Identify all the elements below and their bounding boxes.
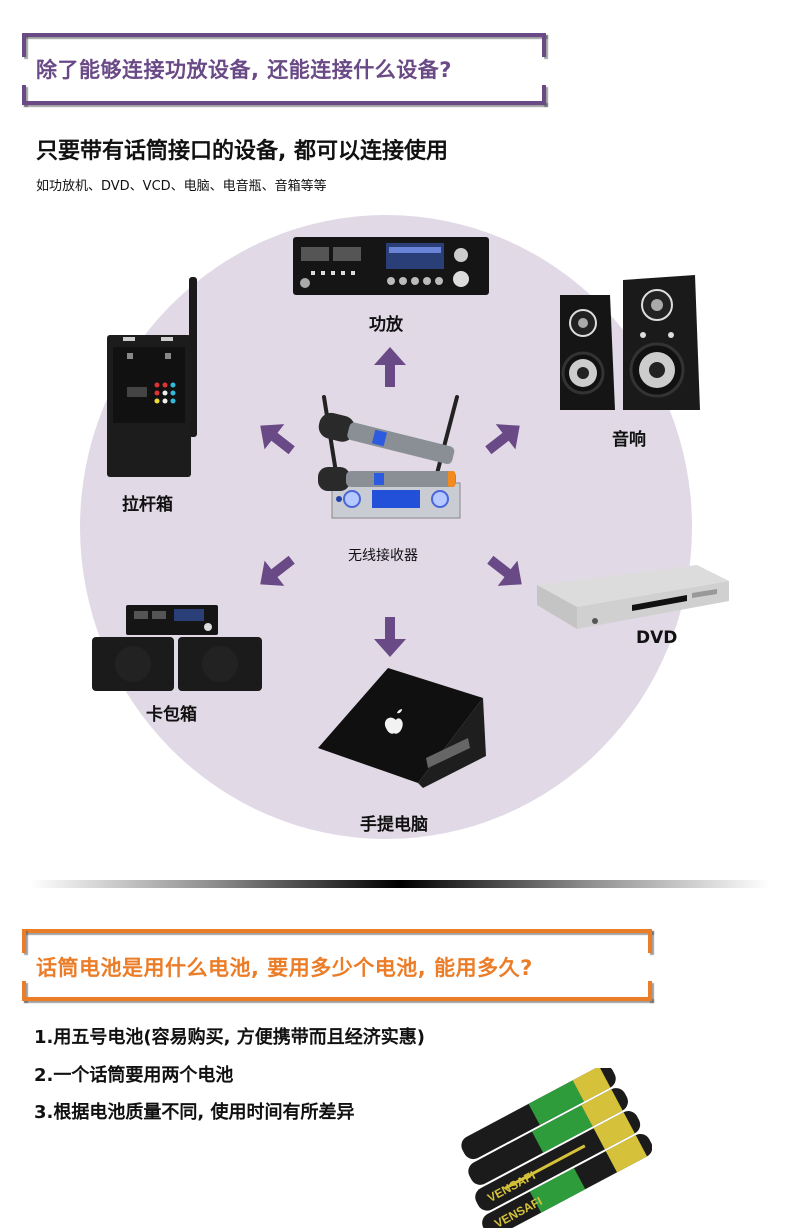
bracket-border [542, 33, 546, 57]
device-label-amplifier: 功放 [369, 315, 403, 335]
bracket-border [22, 33, 26, 57]
wireless-mic-receiver-icon [312, 395, 462, 525]
section1-subheading: 只要带有话筒接口的设备, 都可以连接使用 [36, 139, 449, 164]
section2-title-box: 话筒电池是用什么电池, 要用多少个电池, 能用多久? [22, 929, 652, 1001]
bracket-border [542, 85, 546, 105]
bracket-border [648, 981, 652, 1001]
laptop-icon [318, 668, 486, 788]
device-label-trolley-speaker: 拉杆箱 [122, 495, 173, 515]
section1-title: 除了能够连接功放设备, 还能连接什么设备? [36, 58, 452, 82]
bracket-border [648, 929, 652, 953]
bracket-border [22, 85, 26, 105]
section-divider [30, 880, 770, 888]
section1-note: 如功放机、DVD、VCD、电脑、电音瓶、音箱等等 [36, 179, 327, 194]
bracket-border [22, 929, 26, 953]
arrow-down-icon [370, 617, 410, 657]
section1-title-box: 除了能够连接功放设备, 还能连接什么设备? [22, 33, 546, 105]
amplifier-icon [291, 233, 491, 299]
battery-info-item: 1.用五号电池(容易购买, 方便携带而且经济实惠) [34, 1027, 425, 1048]
device-label-dvd: DVD [636, 628, 678, 648]
arrow-up-right-icon [476, 410, 532, 466]
bracket-border [22, 101, 546, 105]
speakers-icon [555, 275, 705, 415]
arrow-up-left-icon [248, 410, 304, 466]
center-label-receiver: 无线接收器 [348, 548, 418, 564]
section2-title: 话筒电池是用什么电池, 要用多少个电池, 能用多久? [36, 956, 533, 980]
bracket-border [22, 981, 26, 1001]
aa-batteries-icon: VENSAFI VENSAFI [452, 1065, 653, 1232]
device-label-karaoke-set: 卡包箱 [146, 705, 197, 725]
dvd-player-icon [537, 563, 732, 633]
bracket-border [22, 929, 652, 933]
device-label-laptop: 手提电脑 [360, 815, 428, 835]
arrow-up-icon [370, 347, 410, 387]
battery-info-item: 2.一个话筒要用两个电池 [34, 1065, 234, 1086]
karaoke-speaker-set-icon [90, 605, 265, 693]
trolley-speaker-icon [105, 275, 205, 480]
device-label-speakers: 音响 [612, 430, 646, 450]
battery-info-item: 3.根据电池质量不同, 使用时间有所差异 [34, 1102, 355, 1123]
arrow-down-left-icon [248, 544, 304, 600]
bracket-border [22, 33, 546, 37]
arrow-down-right-icon [478, 544, 534, 600]
bracket-border [22, 997, 652, 1001]
